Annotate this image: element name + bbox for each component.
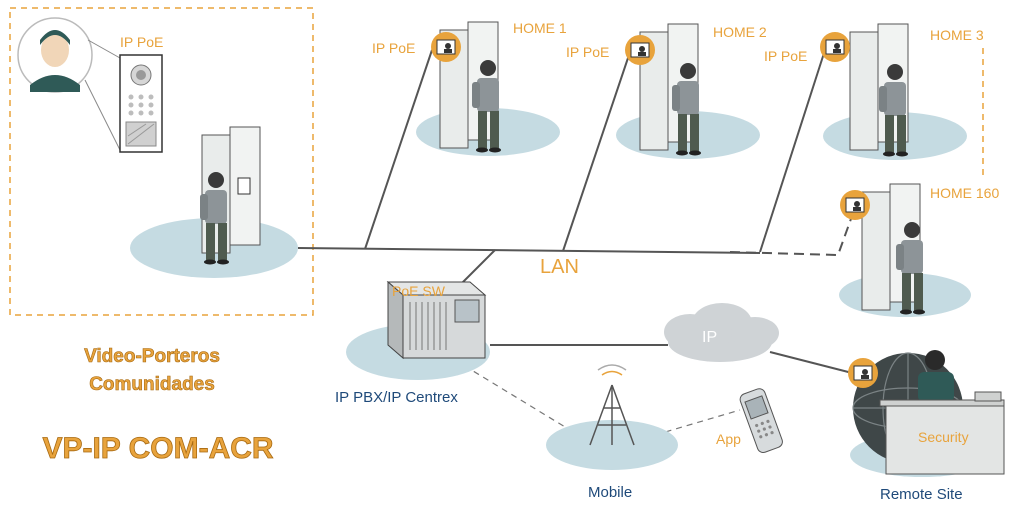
home2-monitor-icon: [624, 34, 656, 66]
home160-label: HOME 160: [930, 185, 999, 201]
ip-cloud-label: IP: [702, 329, 717, 346]
security-label: Security: [918, 429, 969, 445]
home160-dashed-line: [729, 215, 853, 257]
mobile-dashed-line: [454, 359, 571, 431]
home1-monitor-icon: [430, 31, 462, 63]
building-ip-poe-label: IP PoE: [120, 34, 163, 50]
home160-monitor-icon: [839, 189, 871, 221]
security-operator-icon: [918, 350, 954, 402]
app-label: App: [716, 431, 741, 447]
remote-site-label: Remote Site: [880, 486, 963, 503]
title-line1: Video-Porteros: [84, 346, 220, 367]
home1-label: HOME 1: [513, 20, 567, 36]
poe-switch-label: PoE SW: [392, 283, 446, 299]
outdoor-panel-icon: [119, 54, 163, 153]
ip-cloud-icon: [664, 303, 779, 362]
title-line2: Comunidades: [89, 374, 215, 395]
ip-remote-line: [769, 351, 861, 376]
security-desk: [885, 399, 1005, 475]
remote-monitor-icon: [847, 357, 879, 389]
mobile-phone-icon: [739, 388, 783, 453]
home3-label: HOME 3: [930, 27, 984, 43]
home3-ip-label: IP PoE: [764, 48, 807, 64]
home1-ip-label: IP PoE: [372, 40, 415, 56]
antenna-tower-icon: [589, 364, 635, 446]
title-model: VP-IP COM-ACR: [42, 432, 273, 465]
lan-backbone-line: [297, 247, 761, 254]
desk-top: [879, 399, 1005, 407]
home3-link-line: [759, 49, 826, 253]
mobile-label: Mobile: [588, 484, 632, 501]
home3-monitor-icon: [819, 31, 851, 63]
home2-ip-label: IP PoE: [566, 44, 609, 60]
building-panel-icon: [237, 177, 251, 195]
visitor-avatar-icon: [17, 17, 93, 93]
pbx-label: IP PBX/IP Centrex: [335, 389, 458, 406]
home2-link-line: [562, 51, 631, 252]
home2-label: HOME 2: [713, 24, 767, 40]
switch-link-line: [459, 249, 496, 286]
desk-phone-icon: [974, 391, 1002, 402]
building-frame: [9, 7, 314, 316]
app-dashed-line: [654, 409, 741, 436]
lan-label: LAN: [540, 256, 579, 278]
home1-link-line: [364, 49, 433, 250]
poe-switch-icon: [386, 280, 487, 360]
